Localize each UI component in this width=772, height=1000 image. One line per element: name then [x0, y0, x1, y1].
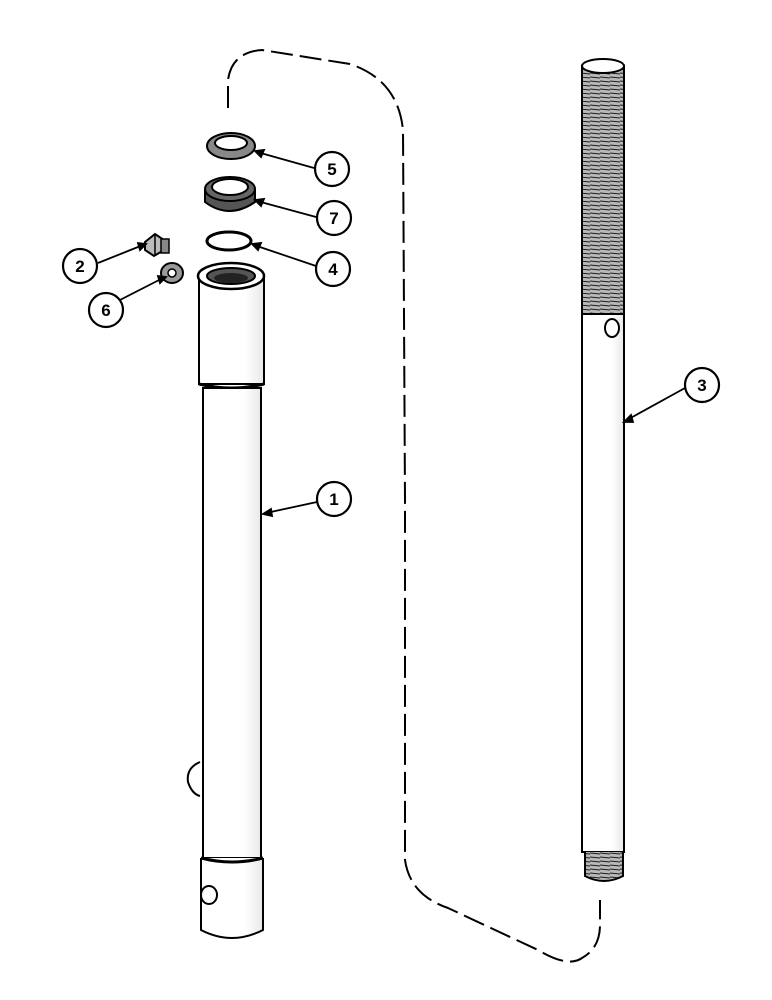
snap-ring	[205, 230, 253, 252]
wiper-seal	[206, 132, 256, 160]
callout-7: 7	[315, 199, 353, 237]
callout-2: 2	[61, 247, 99, 285]
callout-4-label: 4	[328, 260, 338, 279]
callout-6-label: 6	[101, 301, 110, 320]
outer-tube	[186, 261, 266, 939]
callout-4: 4	[314, 250, 352, 288]
rod-seal	[204, 176, 256, 212]
callout-2-label: 2	[75, 257, 84, 276]
callout-1-label: 1	[329, 490, 338, 509]
callout-5: 5	[313, 150, 351, 188]
washer	[160, 262, 184, 284]
threaded-rod	[581, 58, 625, 882]
callout-3-label: 3	[697, 376, 706, 395]
callout-3: 3	[683, 366, 721, 404]
callout-5-label: 5	[327, 160, 336, 179]
bleed-screw	[144, 232, 170, 258]
assembly-dashed-line	[227, 48, 601, 963]
callout-6: 6	[87, 291, 125, 329]
callout-7-label: 7	[329, 209, 338, 228]
callout-1: 1	[315, 480, 353, 518]
leader-lines	[97, 148, 686, 518]
